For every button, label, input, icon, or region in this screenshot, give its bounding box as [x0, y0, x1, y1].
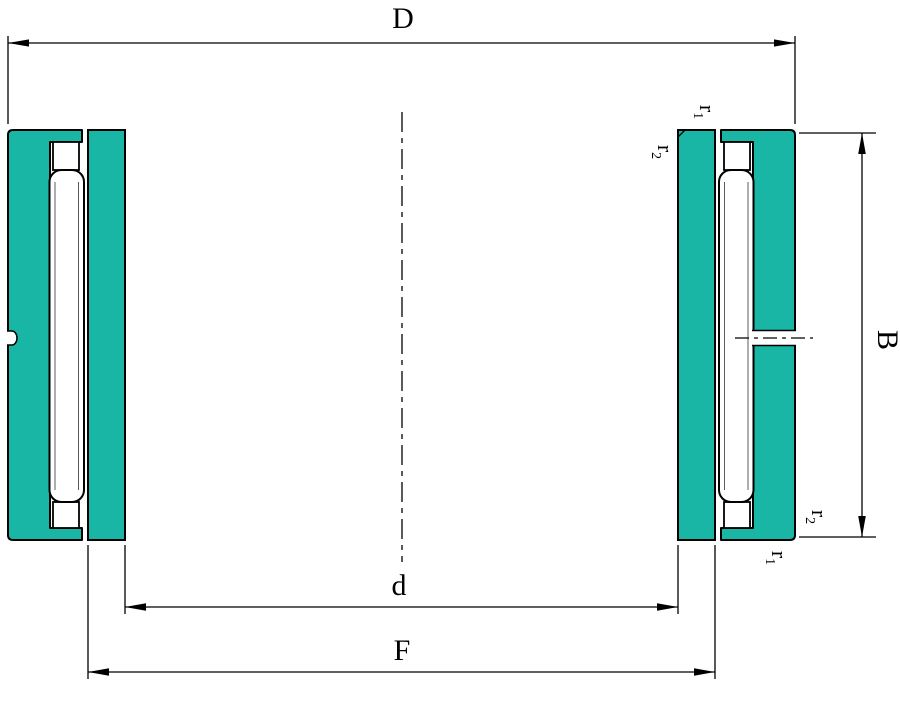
arrowhead: [657, 603, 678, 611]
cage-pocket-bottom: [723, 501, 751, 529]
left-bearing-section: [7, 129, 126, 541]
dimension-D-label: D: [392, 2, 414, 35]
arrowhead: [8, 39, 29, 47]
chamfer-label-r1-bottom: r1: [762, 551, 792, 565]
arrowhead: [125, 603, 146, 611]
dimension-B: B: [799, 132, 900, 538]
inner-ring: [87, 129, 126, 541]
chamfer-labels: r1 r2 r2 r1: [648, 105, 832, 565]
needle-roller: [48, 169, 85, 503]
dimension-D: D: [7, 2, 796, 124]
cage-pocket-bottom: [52, 501, 80, 529]
arrowhead: [88, 668, 109, 676]
dimension-d: d: [124, 545, 679, 614]
right-bearing-section: [677, 129, 813, 541]
dimension-d-label: d: [392, 569, 407, 602]
chamfer-line: [677, 129, 686, 138]
dimension-F: F: [87, 545, 716, 679]
arrowhead: [858, 133, 866, 154]
inner-ring: [677, 129, 716, 541]
chamfer-label-r1-top: r1: [690, 105, 720, 119]
dimension-B-label: B: [871, 330, 900, 350]
chamfer-label-r2-bottom: r2: [802, 510, 832, 524]
dimension-F-label: F: [394, 634, 411, 667]
oil-groove-notch: [7, 330, 18, 346]
chamfer-label-r2-top: r2: [648, 145, 678, 159]
arrowhead: [774, 39, 795, 47]
arrowhead: [694, 668, 715, 676]
cage-pocket-top: [723, 141, 751, 171]
cage-pocket-top: [52, 141, 80, 171]
arrowhead: [858, 516, 866, 537]
